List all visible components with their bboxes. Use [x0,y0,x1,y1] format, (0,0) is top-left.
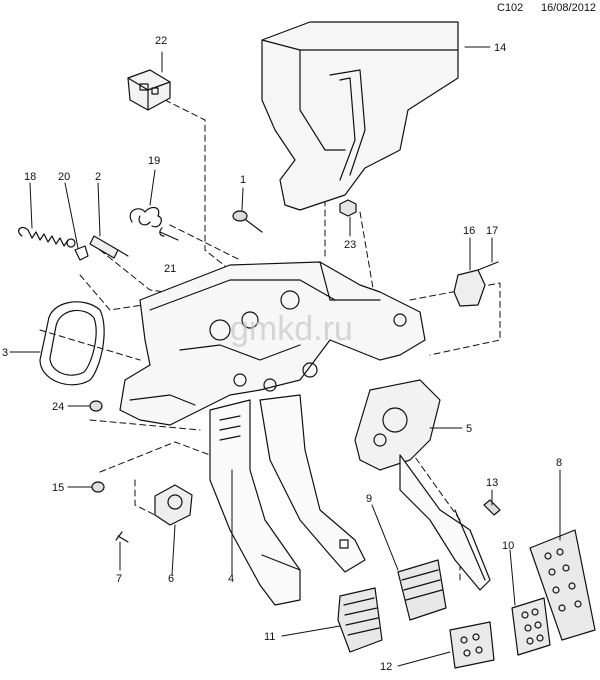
callout-16: 16 [463,225,475,237]
callout-4: 4 [228,573,234,585]
bushing-2 [89,235,129,259]
callout-labels: 14 22 19 1 18 20 2 23 21 16 17 3 24 5 13… [2,35,562,673]
callout-3: 3 [2,347,8,359]
pad-9 [397,559,447,621]
diagram-date: 16/08/2012 [541,2,597,14]
switch-16 [453,261,499,307]
stopper-15 [91,481,105,493]
screw-7 [115,531,129,543]
clip-20 [74,245,89,261]
callout-9: 9 [366,493,372,505]
pad-12 [449,621,495,669]
callout-15: 15 [52,482,64,494]
callout-18: 18 [24,171,36,183]
callout-10: 10 [502,540,514,552]
clutch-pedal-4 [209,399,301,606]
grommet-24 [89,400,103,412]
gasket-3 [39,301,105,386]
pad-11 [337,587,383,653]
callout-13: 13 [486,477,498,489]
callout-1: 1 [240,174,246,186]
callout-17: 17 [486,225,498,237]
pin-21 [159,227,179,241]
callout-8: 8 [556,457,562,469]
pedal-box-cover [261,21,459,211]
leader-lines [9,46,561,667]
callout-11: 11 [264,631,275,643]
callout-14: 14 [494,42,506,54]
callout-21: 21 [164,263,176,275]
callout-20: 20 [58,171,70,183]
diagram-code: C102 [497,2,524,14]
pedal-bracket [119,261,426,426]
watermark: gmkd.ru [230,310,353,348]
callout-22: 22 [155,35,167,47]
spring-19 [129,206,162,228]
brake-pedal-9 [259,394,366,573]
connector-22 [127,69,171,111]
nut-23 [339,199,357,217]
bolt-13 [483,499,501,516]
callout-23: 23 [344,239,356,251]
screw-1 [232,210,263,233]
callout-19: 19 [148,155,160,167]
callout-2: 2 [95,171,101,183]
callout-7: 7 [116,573,122,585]
sensor-6 [154,484,193,526]
callout-5: 5 [466,423,472,435]
pad-10 [511,597,551,656]
callout-6: 6 [168,573,174,585]
accelerator-module-5 [354,379,491,591]
callout-24: 24 [52,401,64,413]
return-spring-18 [18,226,76,248]
callout-12: 12 [380,661,392,673]
